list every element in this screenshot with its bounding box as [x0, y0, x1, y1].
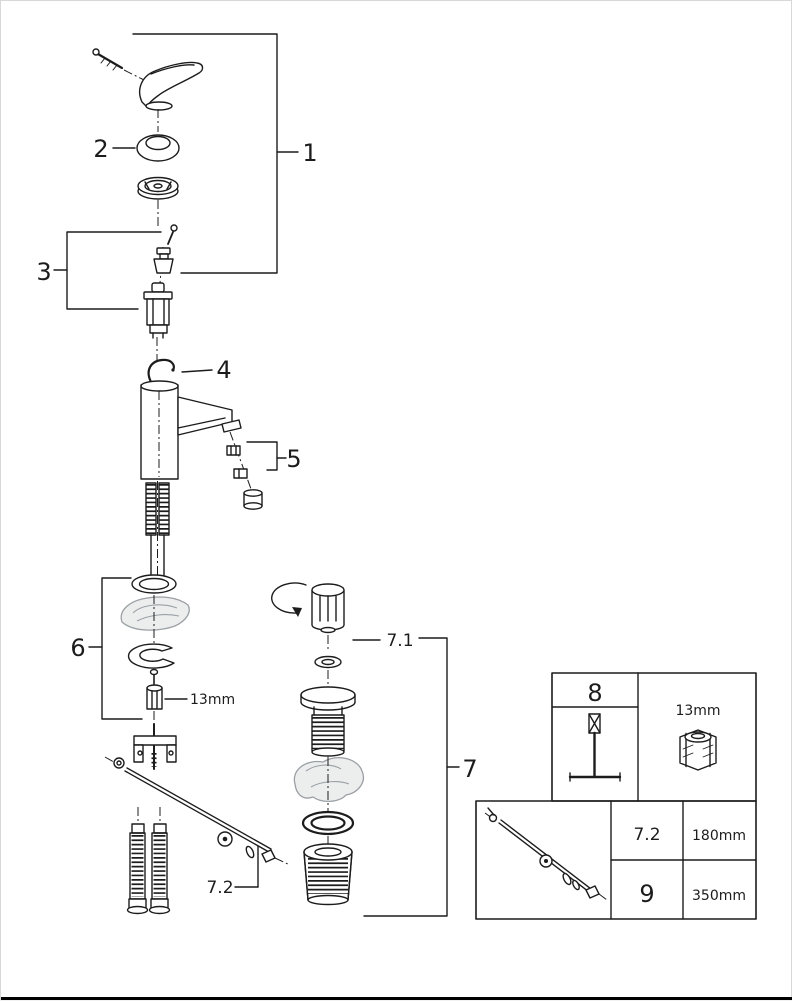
drain-upper-body: [300, 686, 356, 757]
drain-plug: [271, 582, 345, 634]
bracket-group-5: [246, 441, 287, 471]
callout-5: 5: [286, 445, 301, 473]
horseshoe-washer: [127, 643, 175, 669]
drain-washer: [314, 655, 342, 669]
bracket-group-6: [88, 577, 143, 720]
socket-size-label: 13mm: [675, 703, 720, 719]
threaded-studs: [145, 481, 170, 578]
base-o-ring: [131, 574, 177, 594]
handle-screw: [92, 48, 145, 81]
aerator-parts: [226, 431, 263, 510]
mounting-nut-13mm: [146, 684, 188, 710]
callout-3: 3: [36, 258, 51, 286]
bracket-group-7: [352, 637, 460, 917]
valve-stem: [153, 247, 174, 274]
drain-o-ring: [301, 810, 355, 836]
retainer-hook-part4: [147, 358, 213, 384]
small-screw-6: [149, 668, 159, 686]
length-info-box: [475, 800, 757, 920]
table-length-350: 350mm: [692, 888, 746, 904]
drain-lower-body: [303, 843, 353, 906]
callout-4: 4: [216, 356, 231, 384]
mounting-bracket: [133, 723, 177, 770]
callout-2: 2: [93, 135, 108, 163]
deck-gasket-gray: [120, 596, 190, 631]
flange-disc: [137, 176, 179, 200]
callout-7-2: 7.2: [206, 878, 233, 898]
callout-8: 8: [587, 679, 602, 707]
popup-rod: [104, 756, 291, 888]
handle-lever: [138, 61, 204, 111]
cartridge: [143, 282, 173, 339]
rod-drawing: [484, 807, 608, 901]
supply-hoses: [126, 807, 171, 915]
callout-6: 6: [70, 634, 85, 662]
cartridge-screw: [167, 224, 178, 245]
socket-13mm-drawing: [679, 729, 717, 771]
callout-1: 1: [302, 139, 317, 167]
callout-7-1: 7.1: [386, 631, 413, 651]
table-length-180: 180mm: [692, 828, 746, 844]
drain-clip-gray: [293, 757, 364, 802]
tool-info-box: [551, 672, 757, 802]
bracket-group-1: [132, 33, 299, 274]
nut-size-label: 13mm: [190, 692, 235, 708]
table-ref-9: 9: [639, 880, 654, 908]
dome-cap-part2: [112, 134, 180, 162]
faucet-body: [140, 380, 242, 480]
callout-7: 7: [462, 755, 477, 783]
table-ref-7-2: 7.2: [633, 825, 660, 845]
mounting-tool-drawing: [568, 713, 622, 782]
bracket-group-3: [53, 231, 162, 310]
